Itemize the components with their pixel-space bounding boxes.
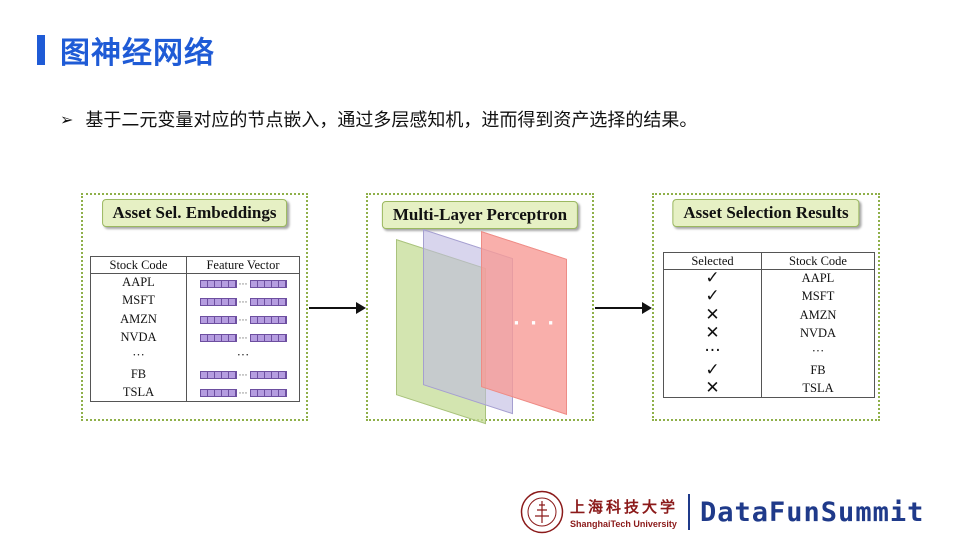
vector-bar	[249, 370, 287, 379]
embeddings-table: Stock Code Feature Vector AAPL ··· MSFT ···…	[90, 256, 300, 403]
table-row: ··· ···	[663, 342, 875, 361]
mlp-label: Multi-Layer Perceptron	[381, 201, 579, 229]
feature-vector-cell: ···	[187, 274, 300, 292]
title-accent-bar	[37, 35, 45, 65]
stock-code-cell: FB	[810, 362, 826, 377]
feature-vector-cell: ···	[187, 365, 300, 383]
university-name-cn: 上海科技大学	[570, 497, 679, 516]
feature-vector-icon: ···	[199, 314, 287, 325]
column-header: Feature Vector	[186, 256, 300, 274]
stock-code-cell: AMZN	[799, 307, 837, 322]
results-panel: Asset Selection Results Selected Stock C…	[652, 193, 880, 421]
table-row: ✕ TSLA	[663, 379, 875, 398]
stock-code-cell: TSLA	[802, 380, 834, 395]
table-row: AMZN ···	[90, 310, 300, 329]
table-row: ✓ AAPL	[663, 269, 875, 288]
vector-ellipsis: ···	[238, 278, 248, 289]
results-table: Selected Stock Code ✓ AAPL ✓ MSFT ✕ AMZN ✕ NVDA…	[663, 252, 875, 399]
vector-bar	[249, 279, 287, 288]
check-icon: ✓	[663, 269, 762, 288]
table-row: ✓ MSFT	[663, 287, 875, 307]
mlp-panel: Multi-Layer Perceptron · · ·	[366, 193, 594, 425]
bullet-arrow-icon: ➢	[60, 109, 74, 129]
stock-code-cell: FB	[90, 364, 187, 384]
check-icon: ✓	[663, 287, 762, 307]
vector-ellipsis: ···	[238, 314, 248, 325]
table-row: FB ···	[90, 364, 300, 384]
column-header: Selected	[663, 252, 762, 270]
cross-icon: ✕	[663, 306, 762, 325]
table-row: AAPL ···	[90, 273, 300, 292]
table-row: TSLA ···	[90, 383, 300, 402]
vector-bar	[199, 315, 237, 324]
vector-bar	[199, 334, 237, 343]
vector-bar	[249, 388, 287, 397]
check-icon: ✓	[663, 360, 762, 380]
table-row: ✕ AMZN	[663, 306, 875, 325]
cross-icon: ✕	[663, 379, 762, 398]
bullet-point: ➢ 基于二元变量对应的节点嵌入，通过多层感知机，进而得到资产选择的结果。	[60, 106, 697, 132]
feature-vector-cell: ···	[187, 310, 300, 328]
vector-bar	[249, 334, 287, 343]
results-label: Asset Selection Results	[672, 199, 860, 227]
table-row: ✓ FB	[663, 360, 875, 380]
footer-logos: 上海科技大学 ShanghaiTech University DataFunSu…	[520, 490, 924, 534]
arrow-to-results	[595, 302, 652, 314]
feature-vector-cell: ···	[187, 383, 300, 401]
stock-code-cell: MSFT	[801, 289, 835, 304]
embeddings-panel: Asset Sel. Embeddings Stock Code Feature…	[81, 193, 308, 421]
vector-bar	[249, 297, 287, 306]
embeddings-label: Asset Sel. Embeddings	[101, 199, 288, 227]
feature-vector-icon: ···	[199, 369, 287, 380]
table-row: NVDA ···	[90, 328, 300, 347]
footer-divider	[688, 494, 691, 530]
table-row: ··· ···	[90, 346, 300, 365]
vector-ellipsis: ···	[238, 387, 248, 398]
university-name-en: ShanghaiTech University	[570, 518, 677, 529]
arrow-to-mlp	[309, 302, 366, 314]
feature-vector-cell: ···	[187, 292, 300, 310]
column-header: Stock Code	[90, 256, 187, 274]
stock-code-cell: NVDA	[90, 328, 187, 347]
vector-bar	[199, 279, 237, 288]
stock-code-cell: ···	[811, 344, 825, 359]
stock-code-cell: MSFT	[90, 291, 187, 311]
vector-ellipsis: ···	[238, 296, 248, 307]
feature-vector-icon: ···	[199, 278, 287, 289]
mlp-layer-dots: · · ·	[513, 313, 557, 334]
stock-code-cell: TSLA	[90, 383, 187, 402]
stock-code-cell: ···	[90, 346, 187, 365]
feature-vector-icon: ···	[199, 387, 287, 398]
vector-bar	[199, 297, 237, 306]
vector-bar	[199, 370, 237, 379]
vector-bar	[199, 388, 237, 397]
stock-code-cell: NVDA	[799, 326, 837, 341]
brand-logo: DataFunSummit	[700, 496, 925, 528]
stock-code-cell: AAPL	[801, 271, 835, 286]
vector-ellipsis: ···	[238, 333, 248, 344]
table-row: ✕ NVDA	[663, 324, 875, 343]
stock-code-cell: AMZN	[90, 310, 187, 329]
column-header: Stock Code	[761, 252, 875, 270]
bullet-text: 基于二元变量对应的节点嵌入，通过多层感知机，进而得到资产选择的结果。	[85, 110, 698, 131]
table-row: MSFT ···	[90, 291, 300, 311]
page-title: 图神经网络	[60, 36, 215, 71]
ellipsis-cell: ···	[663, 342, 762, 361]
university-seal-icon	[520, 490, 564, 534]
vector-ellipsis: ···	[238, 369, 248, 380]
feature-vector-icon: ···	[199, 333, 287, 344]
feature-vector-icon: ···	[199, 296, 287, 307]
vector-bar	[249, 315, 287, 324]
cross-icon: ✕	[663, 324, 762, 343]
stock-code-cell: AAPL	[90, 273, 187, 292]
feature-vector-cell: ···	[187, 328, 300, 346]
university-name: 上海科技大学 ShanghaiTech University	[570, 496, 678, 529]
feature-vector-cell: ···	[236, 348, 250, 363]
